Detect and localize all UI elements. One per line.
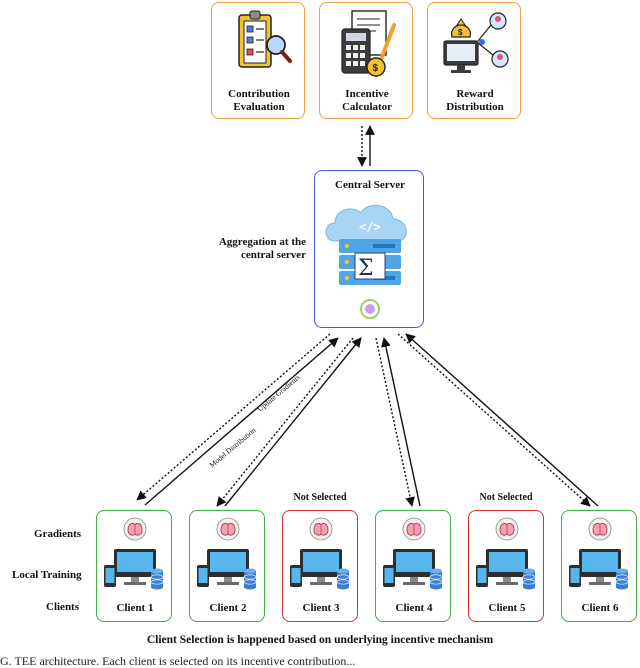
svg-text:$: $	[458, 28, 463, 37]
client-2-icons	[197, 517, 257, 590]
client-box-3: Client 3	[282, 510, 358, 622]
contribution-evaluation-box: Contribution Evaluation	[211, 2, 305, 119]
client-box-6: Client 6	[561, 510, 637, 622]
client-2-label: Client 2	[209, 602, 247, 614]
monitor-icon	[114, 549, 156, 585]
row-label-local-training: Local Training	[12, 569, 82, 581]
monitor-icon	[486, 549, 528, 585]
brain-icon	[402, 517, 426, 541]
svg-text:</>: </>	[359, 220, 381, 234]
aggregation-label-line-2: central server	[240, 249, 306, 261]
cloud-server-icon: </> Σ	[325, 204, 407, 319]
database-icon	[243, 568, 257, 590]
client-6-icons	[569, 517, 629, 590]
client-box-5: Client 5	[468, 510, 544, 622]
client-3-status: Not Selected	[293, 492, 347, 503]
cropped-footer-text: G. TEE architecture. Each client is sele…	[0, 654, 356, 668]
brain-icon	[309, 517, 333, 541]
contribution-evaluation-label-line-2: Evaluation	[233, 101, 285, 113]
brain-icon	[216, 517, 240, 541]
client-1-icons	[104, 517, 164, 590]
monitor-icon	[579, 549, 621, 585]
brain-icon	[123, 517, 147, 541]
phone-icon	[569, 565, 581, 587]
contribution-evaluation-label-line-1: Contribution	[228, 88, 290, 100]
client-1-label: Client 1	[116, 602, 154, 614]
brain-icon	[588, 517, 612, 541]
edge-label-model-distribution: Model Distribution	[208, 425, 258, 469]
client-4-icons	[383, 517, 443, 590]
reward-distribution-box: $ Reward Distribution	[427, 2, 521, 119]
reward-distribution-label-line-2: Distribution	[446, 101, 504, 113]
edge-model-distribution-client-4	[375, 337, 415, 507]
client-box-1: Client 1	[96, 510, 172, 622]
brain-icon	[495, 517, 519, 541]
edge-update-gradients-client-2	[224, 337, 362, 507]
checklist-magnifier-icon	[238, 10, 292, 68]
row-label-gradients: Gradients	[34, 528, 82, 540]
client-5-label: Client 5	[488, 602, 526, 614]
database-icon	[150, 568, 164, 590]
client-5-status: Not Selected	[479, 492, 533, 503]
reward-distribution-label-line-1: Reward	[456, 88, 494, 100]
row-label-clients: Clients	[46, 601, 79, 613]
client-4-label: Client 4	[395, 602, 433, 614]
monitor-icon	[300, 549, 342, 585]
diagram-caption: Client Selection is happened based on un…	[146, 634, 494, 646]
database-icon	[336, 568, 350, 590]
svg-text:$: $	[373, 63, 379, 74]
edge-update-gradients-client-6	[405, 333, 599, 507]
database-icon	[429, 568, 443, 590]
central-server-box: Central Server </> Σ	[314, 170, 424, 328]
client-3-label: Client 3	[302, 602, 340, 614]
client-5-icons	[476, 517, 536, 590]
edge-model-distribution-client-1	[136, 333, 331, 501]
phone-icon	[290, 565, 302, 587]
phone-icon	[383, 565, 395, 587]
client-6-label: Client 6	[581, 602, 619, 614]
svg-text:Σ: Σ	[358, 256, 374, 281]
phone-icon	[104, 565, 116, 587]
database-icon	[615, 568, 629, 590]
calculator-coin-icon: $	[341, 10, 396, 77]
edge-model-distribution-client-2	[216, 337, 354, 507]
aggregation-label-line-1: Aggregation at the	[218, 236, 306, 248]
phone-icon	[476, 565, 488, 587]
reward-network-icon: $	[443, 12, 509, 73]
edge-update-gradients-client-1	[144, 337, 339, 506]
central-server-title: Central Server	[335, 179, 405, 191]
incentive-calculator-box: $ Incentive Calculator	[319, 2, 413, 119]
edge-update-gradients-client-4	[381, 337, 421, 507]
client-box-4: Client 4	[375, 510, 451, 622]
incentive-calculator-label-line-2: Calculator	[341, 101, 393, 113]
phone-icon	[197, 565, 209, 587]
database-icon	[522, 568, 536, 590]
client-box-2: Client 2	[189, 510, 265, 622]
edge-model-distribution-client-6	[397, 333, 591, 507]
monitor-icon	[393, 549, 435, 585]
client-3-icons	[290, 517, 350, 590]
monitor-icon	[207, 549, 249, 585]
incentive-calculator-label-line-1: Incentive	[345, 88, 389, 100]
